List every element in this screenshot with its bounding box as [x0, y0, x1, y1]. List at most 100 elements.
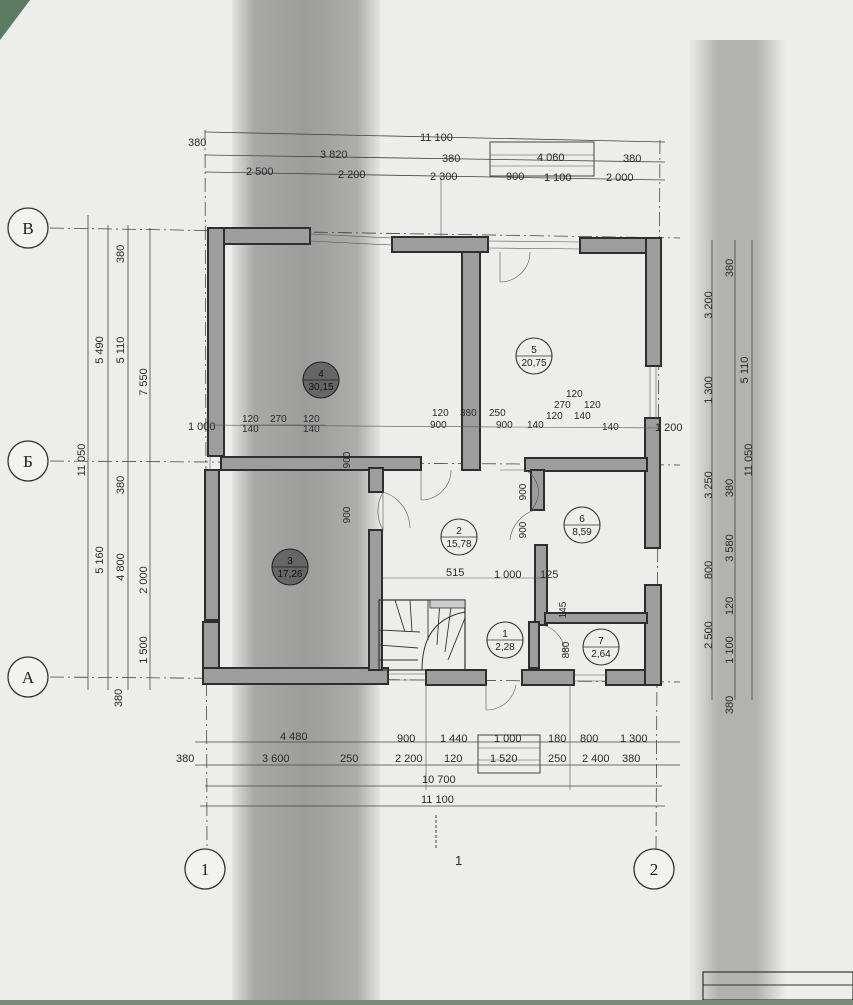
int-dim-125: 125	[540, 569, 558, 581]
left-dim-7550: 7 550	[138, 368, 150, 396]
top-dim-4060: 4 060	[537, 152, 565, 164]
int-dim-ul-140-b: 140	[303, 424, 320, 435]
right-dim-5110: 5 110	[739, 357, 751, 384]
top-dim-2200: 2 200	[338, 169, 366, 181]
top-dim-380-c: 380	[623, 153, 641, 165]
room-5-area: 20,75	[521, 358, 546, 369]
left-dim-1500: 1 500	[138, 636, 150, 664]
bottom-dim-3600: 3 600	[262, 753, 290, 765]
int-dim-c-900: 900	[430, 420, 447, 431]
axis-bubble-col-2: 2	[633, 848, 675, 890]
top-dim-1100: 1 100	[544, 172, 572, 184]
int-dim-ul-120-b: 120	[303, 414, 320, 425]
room-2-number: 2	[456, 526, 462, 537]
windows	[209, 233, 657, 682]
section-mark: 1	[435, 815, 462, 868]
top-dim-3820: 3 820	[320, 149, 348, 161]
right-dim-380-c: 380	[724, 696, 736, 714]
section-mark-label: 1	[455, 853, 462, 868]
right-dim-3580: 3 580	[724, 534, 736, 562]
left-dim-5110: 5 110	[115, 337, 127, 364]
right-dim-1100: 1 100	[724, 636, 736, 664]
top-dim-2300: 2 300	[430, 171, 458, 183]
room-4-area: 30,15	[308, 382, 333, 393]
axis-label-1: 1	[201, 860, 210, 879]
bottom-dim-250-b: 250	[548, 753, 566, 765]
axis-label-a: А	[22, 668, 35, 687]
int-dim-door-2: 900	[518, 483, 529, 500]
room-1-area: 2,28	[495, 642, 515, 653]
room-3-area: 17,26	[277, 569, 302, 580]
axis-bubble-row-b: Б	[7, 440, 49, 482]
bottom-dim-4480: 4 480	[280, 731, 308, 743]
int-dim-145: 145	[558, 601, 569, 618]
right-dim-1300: 1 300	[703, 376, 715, 404]
int-dim-c-120: 120	[432, 408, 449, 419]
bottom-dim-1000: 1 000	[494, 733, 522, 745]
room-4-number: 4	[318, 369, 324, 380]
bottom-dim-2200: 2 200	[395, 753, 423, 765]
top-dim-2000: 2 000	[606, 172, 634, 184]
left-dim-2000: 2 000	[138, 566, 150, 594]
doors	[377, 251, 566, 711]
left-dim-4800: 4 800	[115, 553, 127, 581]
right-dim-800: 800	[703, 561, 715, 579]
top-dim-2500: 2 500	[246, 166, 274, 178]
staircase	[378, 599, 466, 671]
interior-dimensions: 120 270 120 140 140 120 380 250 900 900 …	[199, 389, 661, 658]
room-7-area: 2,64	[591, 649, 611, 660]
top-dimensions: 380 11 100 3 820 380 4 060 380 2 500 2 2…	[188, 131, 666, 184]
room-marker-4: 4 30,15	[302, 361, 340, 399]
top-dim-900: 900	[506, 171, 524, 183]
bottom-dim-1300: 1 300	[620, 733, 648, 745]
int-dim-880: 880	[561, 641, 572, 658]
int-dim-c-140: 140	[527, 420, 544, 431]
left-dim-380-b: 380	[115, 476, 127, 494]
scan-shadow-band	[232, 0, 380, 1000]
room-7-number: 7	[598, 636, 604, 647]
top-dim-380-b: 380	[442, 153, 460, 165]
bottom-dim-11100: 11 100	[421, 794, 454, 806]
axis-bubble-col-1: 1	[184, 848, 226, 890]
bottom-dim-380-b: 380	[622, 753, 640, 765]
top-dim-380: 380	[188, 137, 206, 149]
right-dim-1200: 1 200	[655, 422, 683, 434]
bottom-dim-120: 120	[444, 753, 462, 765]
int-dim-door-4: 900	[342, 451, 353, 468]
axis-bubble-row-a: А	[7, 656, 49, 698]
right-dim-120: 120	[724, 597, 736, 615]
axis-label-2: 2	[650, 860, 659, 879]
top-dim-11100: 11 100	[420, 132, 453, 144]
axis-bubble-row-v: В	[7, 207, 49, 249]
int-dim-door-1: 900	[342, 506, 353, 523]
bottom-dim-10700: 10 700	[422, 774, 456, 786]
right-dim-2500: 2 500	[703, 621, 715, 649]
int-dim-ul-120: 120	[242, 414, 259, 425]
int-dim-c-250: 250	[489, 408, 506, 419]
int-dim-c-380: 380	[460, 408, 477, 419]
bottom-dim-2400: 2 400	[582, 753, 610, 765]
room-marker-5: 5 20,75	[515, 337, 553, 375]
axis-label-b: Б	[23, 452, 33, 471]
room-marker-2: 2 15,78	[440, 518, 478, 556]
left-dim-380: 380	[115, 245, 127, 263]
bottom-dim-250: 250	[340, 753, 358, 765]
int-dim-c-900-b: 900	[496, 420, 513, 431]
right-dim-380-b: 380	[724, 479, 736, 497]
room-6-number: 6	[579, 514, 585, 525]
room-marker-7: 7 2,64	[582, 628, 620, 666]
int-dim-c-120-c: 120	[584, 400, 601, 411]
room-1-number: 1	[502, 629, 508, 640]
bottom-dim-900: 900	[397, 733, 415, 745]
bottom-dim-1440: 1 440	[440, 733, 468, 745]
bottom-dim-380: 380	[176, 753, 194, 765]
int-dim-1000: 1 000	[494, 569, 522, 581]
room-marker-3: 3 17,26	[271, 548, 309, 586]
right-dim-3200: 3 200	[703, 291, 715, 319]
left-dimensions: 11 050 5 490 5 110 7 550 380 380 5 160 4…	[76, 215, 216, 707]
bottom-dim-180: 180	[548, 733, 566, 745]
bottom-dimensions: 4 480 900 1 440 1 000 180 800 1 300 380 …	[176, 731, 680, 807]
int-dim-c-120-d: 120	[546, 411, 563, 422]
